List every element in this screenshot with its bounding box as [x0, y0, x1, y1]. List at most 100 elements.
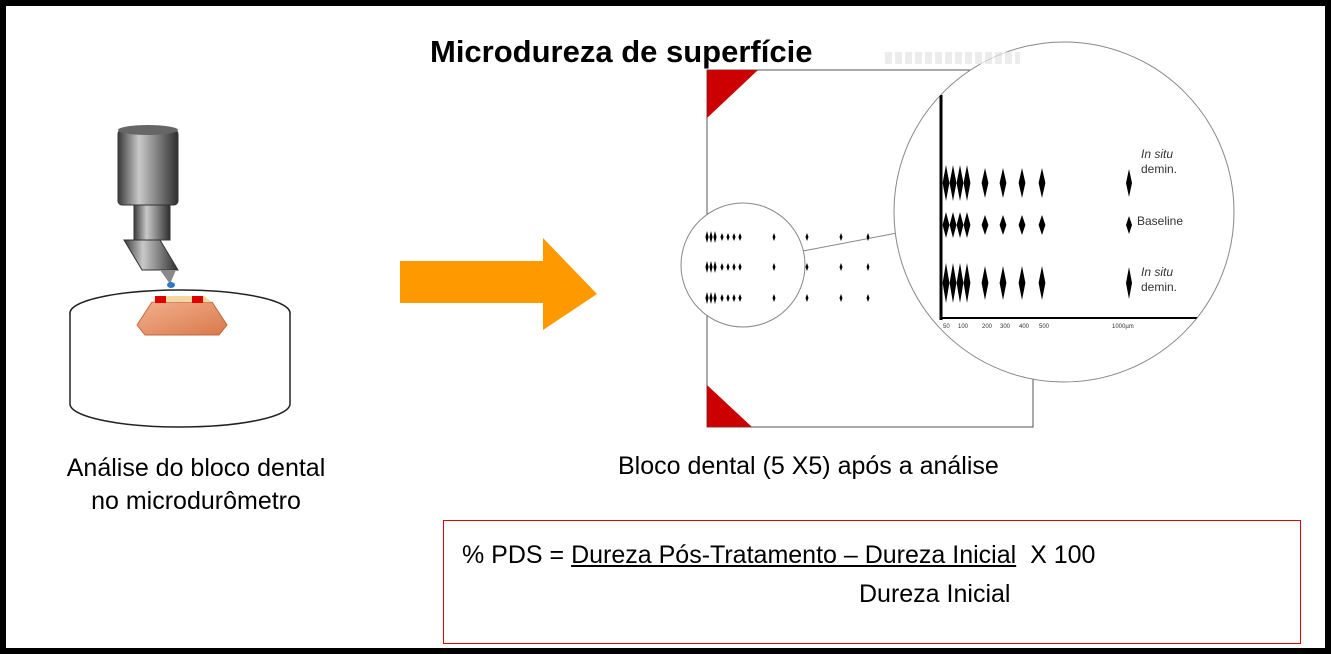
label-in-situ-bottom: In situ — [1141, 265, 1173, 279]
formula-prefix: % PDS = — [462, 541, 565, 569]
small-indent — [866, 263, 870, 271]
small-indent — [713, 261, 717, 273]
scale-tick-label: 500 — [1039, 324, 1050, 330]
small-indent — [720, 263, 724, 271]
scale-tick-label: 300 — [1000, 324, 1011, 330]
label-demin-bottom: demin. — [1141, 280, 1177, 294]
small-indent — [805, 233, 809, 241]
small-indent — [772, 263, 776, 271]
zoom-indent — [1038, 266, 1046, 300]
formula-line: % PDS = Dureza Pós-Tratamento – Dureza I… — [462, 541, 1095, 570]
small-indent — [709, 292, 713, 304]
small-indent — [713, 231, 717, 243]
scale-tick-label: 400 — [1019, 324, 1030, 330]
small-indent — [866, 294, 870, 302]
zoom-indent — [956, 212, 964, 238]
zoom-indent — [1018, 215, 1026, 235]
magnify-connector — [802, 232, 898, 252]
label-in-situ-top: In situ — [1141, 147, 1173, 161]
indenter-tip — [160, 270, 176, 284]
small-indent — [805, 294, 809, 302]
indent-mark-left — [155, 296, 166, 303]
right-caption: Bloco dental (5 X5) após a análise — [618, 452, 999, 480]
small-indent — [713, 292, 717, 304]
scale-tick-label: 100 — [958, 324, 969, 330]
small-indent — [839, 294, 843, 302]
zoom-indent — [942, 263, 950, 303]
small-indent — [738, 294, 742, 302]
page-title: Microdureza de superfície — [430, 34, 813, 69]
indenter-diamond — [167, 282, 175, 288]
small-indent — [738, 263, 742, 271]
zoom-indent — [949, 263, 957, 303]
small-indent — [839, 263, 843, 271]
small-indent — [705, 292, 709, 304]
left-caption: Análise do bloco dental no microdurômetr… — [36, 452, 356, 518]
scale-tick-label: 50 — [943, 324, 950, 330]
zoom-indent — [1038, 168, 1046, 198]
formula-multiplier: X 100 — [1030, 541, 1096, 569]
zoom-indent — [942, 212, 950, 238]
zoom-indent — [999, 215, 1007, 235]
stage-body — [69, 313, 291, 428]
scale-end-label: 1000µm — [1112, 324, 1134, 330]
indent-mark-right — [192, 296, 203, 303]
magnify-circle-large — [893, 41, 1235, 383]
zoom-indent — [949, 212, 957, 238]
small-indent — [772, 294, 776, 302]
microhardness-tester-illustration — [69, 125, 291, 428]
objective-lens — [133, 204, 171, 241]
small-indent — [732, 263, 736, 271]
left-caption-line1: Análise do bloco dental — [66, 454, 326, 482]
label-baseline: Baseline — [1137, 214, 1183, 228]
scale-tick-label: 200 — [982, 324, 993, 330]
magnify-circle-small — [680, 202, 806, 328]
small-indent — [709, 231, 713, 243]
small-indent — [839, 233, 843, 241]
formula-denominator: Dureza Inicial — [859, 580, 1011, 608]
indentation-map: 50 100 200 300 400 500 In situ demin. Baselin… — [680, 41, 1235, 428]
zoom-indent — [949, 165, 957, 201]
dental-specimen — [136, 301, 228, 336]
zoom-indent — [942, 165, 950, 201]
scale-ticks: 50 100 200 300 400 500 — [943, 324, 1050, 330]
small-indent — [720, 233, 724, 241]
small-indent — [772, 233, 776, 241]
small-indent — [732, 233, 736, 241]
formula-numerator: Dureza Pós-Tratamento – Dureza Inicial — [571, 541, 1017, 569]
corner-marker-bottom — [707, 385, 752, 427]
objective-top — [118, 125, 178, 135]
left-caption-line2: no microdurômetro — [91, 487, 301, 515]
zoom-indent-marker — [1126, 216, 1132, 234]
zoom-indent — [999, 266, 1007, 300]
corner-marker-top — [707, 70, 758, 118]
small-indent — [720, 294, 724, 302]
process-arrow — [400, 238, 597, 330]
small-indent — [705, 261, 709, 273]
objective-housing — [117, 129, 179, 206]
indenter-cone — [123, 239, 179, 271]
zoom-indent — [963, 165, 971, 201]
zoom-indent — [1018, 168, 1026, 198]
small-indent — [705, 231, 709, 243]
small-indent — [805, 263, 809, 271]
zoom-indent — [956, 263, 964, 303]
small-indent — [709, 261, 713, 273]
small-indent — [732, 294, 736, 302]
zoom-indent-marker — [1126, 267, 1132, 299]
title-underlay-artifact — [885, 52, 1020, 64]
zoom-indent — [1038, 215, 1046, 235]
formula-box — [443, 520, 1301, 644]
zoom-indent — [1018, 266, 1026, 300]
zoom-indent — [963, 263, 971, 303]
small-indent-rows — [705, 231, 870, 304]
zoom-indent-marker — [1126, 169, 1132, 197]
zoom-indent — [981, 266, 989, 300]
small-indent — [738, 233, 742, 241]
small-indent — [866, 233, 870, 241]
zoom-indent — [999, 168, 1007, 198]
zoom-indent — [963, 212, 971, 238]
small-indent — [726, 233, 730, 241]
zoom-indent — [956, 165, 964, 201]
zoom-indent — [981, 168, 989, 198]
